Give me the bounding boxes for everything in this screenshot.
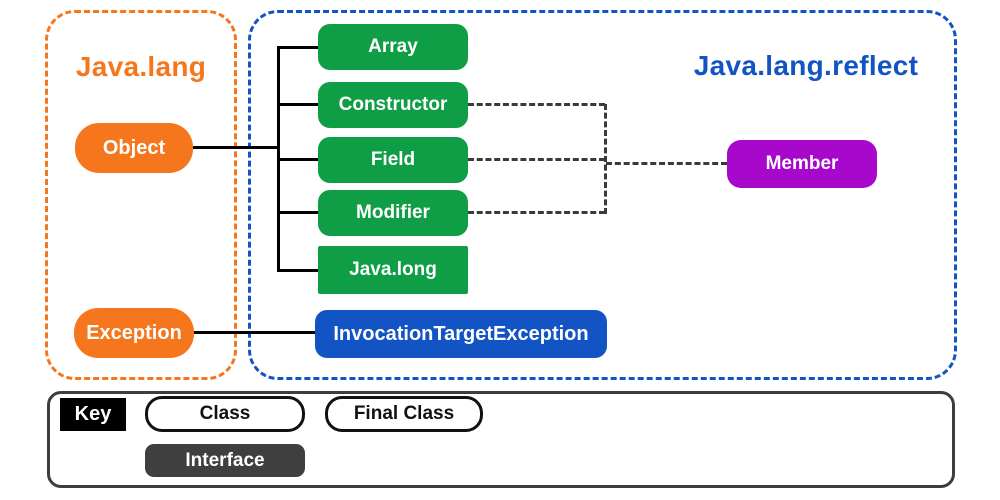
key-label: Key [60,398,126,431]
key-interface-chip: Interface [145,444,305,477]
node-array: Array [318,24,468,70]
node-exception: Exception [74,308,194,358]
trunk-to-member-dashed-line [606,162,727,165]
field-to-member-dashed-line [468,158,605,161]
node-constructor: Constructor [318,82,468,128]
trunk-to-array-line [277,46,320,49]
node-invocation-target-exception: InvocationTargetException [315,310,607,358]
java-lang-group-border [45,10,237,380]
java-lang-reflect-group-border [248,10,957,380]
trunk-to-javalong-line [277,269,320,272]
node-java-long: Java.long [318,246,468,294]
node-member: Member [727,140,877,188]
key-panel: Key Class Final Class Interface [47,391,955,488]
java-lang-reflect-title: Java.lang.reflect [693,50,919,81]
trunk-to-constructor-line [277,103,320,106]
modifier-to-member-dashed-line [468,211,605,214]
trunk-to-field-line [277,158,320,161]
node-field: Field [318,137,468,183]
key-final-class-chip: Final Class [325,396,483,432]
constructor-to-member-dashed-line [468,103,605,106]
node-modifier: Modifier [318,190,468,236]
member-dashed-trunk-line [604,104,607,214]
object-to-trunk-line [193,146,277,149]
node-object: Object [75,123,193,173]
key-class-chip: Class [145,396,305,432]
java-lang-title: Java.lang [75,51,207,82]
exception-to-invocation-line [193,331,316,334]
trunk-to-modifier-line [277,211,320,214]
